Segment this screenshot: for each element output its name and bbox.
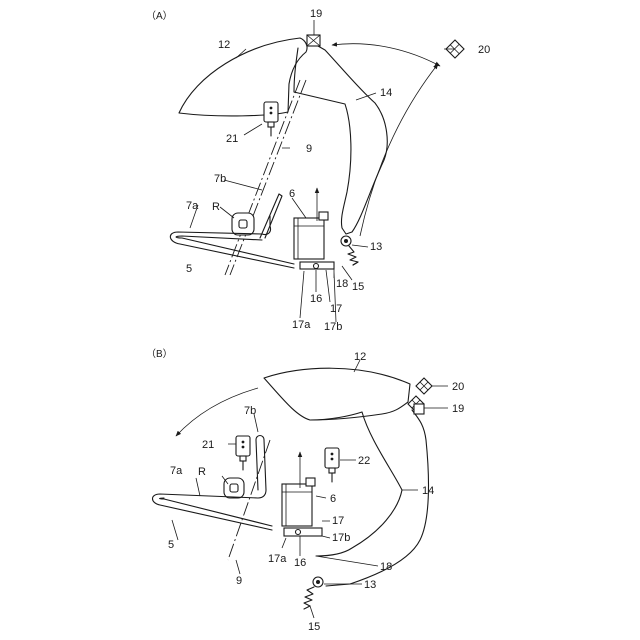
sensor-21-b xyxy=(236,436,250,470)
base-16-17-a xyxy=(300,262,334,269)
unit-6-a xyxy=(294,212,328,259)
ref-17a-a: 17a xyxy=(292,319,311,331)
axis-9-b xyxy=(228,440,270,560)
swing-arrow-a xyxy=(360,64,438,236)
pivot-13-a xyxy=(341,236,351,246)
axis-9b-a xyxy=(225,80,300,275)
unit-6-b xyxy=(282,478,315,526)
ref-6-b: 6 xyxy=(330,493,336,505)
spring-15-b xyxy=(304,587,314,609)
cover-12-a xyxy=(179,38,307,116)
ref-7a-a: 7a xyxy=(186,200,199,212)
panel-b: （B） xyxy=(146,348,464,633)
ref-17b-b: 17b xyxy=(332,532,350,544)
ref-21-b: 21 xyxy=(202,439,214,451)
sensor-22-b xyxy=(325,448,339,482)
roll-R-b xyxy=(224,478,244,498)
ref-9-a: 9 xyxy=(306,143,312,155)
ref-13-b: 13 xyxy=(364,579,376,591)
ref-20-b: 20 xyxy=(452,381,464,393)
guide-7b-a xyxy=(260,194,282,238)
ref-R-a: R xyxy=(212,201,220,213)
sensor-21-a xyxy=(264,102,278,136)
tray-5-b xyxy=(153,490,273,530)
ref-12-a: 12 xyxy=(218,39,230,51)
ref-14-b: 14 xyxy=(422,485,434,497)
ref-12-b: 12 xyxy=(354,351,366,363)
ref-17-a: 17 xyxy=(330,303,342,315)
cover-12-b xyxy=(264,368,410,420)
ref-9-b: 9 xyxy=(236,575,242,587)
ref-18-a: 18 xyxy=(336,278,348,290)
ref-17b-a: 17b xyxy=(324,321,342,333)
rotation-arrow-a xyxy=(332,44,440,66)
pivot-13-b xyxy=(313,577,323,587)
arm-14-a xyxy=(294,46,387,234)
ref-17a-b: 17a xyxy=(268,553,287,565)
ref-6-a: 6 xyxy=(289,188,295,200)
ref-19-a: 19 xyxy=(310,8,322,20)
ref-17-b: 17 xyxy=(332,515,344,527)
guide-7b-b xyxy=(256,436,266,491)
ref-7a-b: 7a xyxy=(170,465,183,477)
ref-16-b: 16 xyxy=(294,557,306,569)
ref-5-a: 5 xyxy=(186,263,192,275)
base-16-17-b xyxy=(284,528,322,536)
panel-a-label: （A） xyxy=(146,10,173,22)
actuator-20-b xyxy=(416,378,432,394)
hinge-19-a xyxy=(307,35,320,46)
ref-19-b: 19 xyxy=(452,403,464,415)
ref-15-b: 15 xyxy=(308,621,320,633)
ref-13-a: 13 xyxy=(370,241,382,253)
ref-7b-a: 7b xyxy=(214,173,226,185)
ref-21-a: 21 xyxy=(226,133,238,145)
roll-R-a xyxy=(232,213,254,235)
ref-20-a: 20 xyxy=(478,44,490,56)
arm-14-b xyxy=(310,410,428,586)
ref-18-b: 18 xyxy=(380,561,392,573)
ref-16-a: 16 xyxy=(310,293,322,305)
hinge-19-b xyxy=(408,396,424,414)
ref-15-a: 15 xyxy=(352,281,364,293)
panel-a: （A） xyxy=(146,8,490,333)
ref-5-b: 5 xyxy=(168,539,174,551)
ref-22-b: 22 xyxy=(358,455,370,467)
ref-7b-b: 7b xyxy=(244,405,256,417)
panel-b-label: （B） xyxy=(146,348,173,360)
ref-14-a: 14 xyxy=(380,87,392,99)
spring-15-a xyxy=(348,246,358,265)
ref-R-b: R xyxy=(198,466,206,478)
leaders-a xyxy=(190,20,455,322)
